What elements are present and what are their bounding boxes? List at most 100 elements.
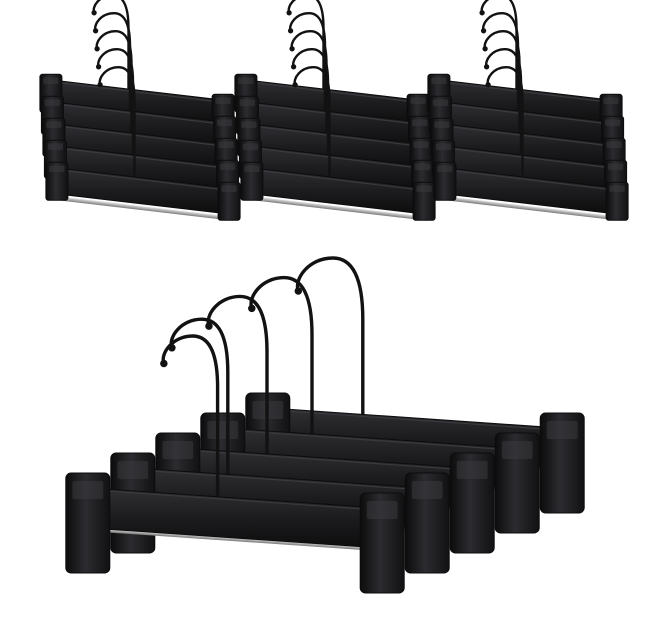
- body-highlight: [91, 489, 379, 511]
- body-highlight: [53, 81, 221, 103]
- right-clip: [494, 432, 540, 534]
- body-highlight: [253, 147, 420, 169]
- hook-tip: [205, 322, 213, 330]
- body-highlight: [441, 81, 609, 103]
- small-hanger-stack: [39, 0, 241, 221]
- metal-rod: [248, 195, 428, 221]
- hanger-hook: [484, 47, 523, 157]
- hanger-hook: [249, 275, 314, 436]
- hook-tip: [485, 82, 491, 88]
- hook-tip: [483, 64, 490, 70]
- hook-tip: [97, 82, 103, 88]
- hanger-hook: [95, 29, 133, 135]
- hook-tip: [92, 28, 99, 34]
- clip-lever: [219, 163, 236, 171]
- clip-lever: [411, 481, 443, 499]
- clip-lever: [218, 141, 234, 149]
- hook-tip: [479, 10, 485, 16]
- small-hanger-stack: [234, 0, 436, 221]
- clip-lever: [242, 143, 259, 151]
- hanger: [433, 65, 629, 221]
- hanger-hook: [486, 65, 524, 179]
- hanger-hook: [93, 11, 132, 113]
- hook-tip: [294, 287, 303, 295]
- clip-lever: [43, 77, 59, 85]
- hanger-hook: [483, 29, 521, 135]
- hanger-hook: [295, 256, 365, 417]
- clip-lever: [410, 97, 426, 105]
- clip-lever: [216, 119, 233, 127]
- clip-lever: [456, 461, 488, 479]
- hook-tip: [248, 304, 256, 313]
- hanger-hook: [287, 0, 325, 91]
- body-highlight: [55, 103, 222, 125]
- hanger-hook: [96, 47, 135, 157]
- hanger: [65, 334, 405, 594]
- body-highlight: [251, 125, 419, 147]
- clip-lever: [239, 99, 256, 107]
- clip-lever: [411, 119, 428, 127]
- hook-tip: [292, 82, 298, 88]
- body-highlight: [444, 125, 612, 147]
- hanger-hook: [206, 294, 269, 456]
- clip-lever: [432, 99, 449, 107]
- hanger-hook: [169, 317, 230, 477]
- hook-tip: [286, 10, 292, 16]
- body-highlight: [58, 147, 225, 169]
- right-clip: [359, 492, 405, 594]
- clip-lever: [72, 481, 104, 499]
- clip-lever: [546, 421, 578, 439]
- body-highlight: [443, 103, 610, 125]
- body-highlight: [136, 469, 424, 491]
- body-highlight: [56, 125, 224, 147]
- body-highlight: [447, 169, 615, 191]
- clip-lever: [46, 121, 62, 129]
- clip-lever: [207, 421, 239, 439]
- right-clip: [449, 452, 495, 554]
- large-hanger-fan: [65, 256, 585, 594]
- hanger-hook: [481, 11, 520, 113]
- body-highlight: [250, 103, 417, 125]
- clip-lever: [44, 99, 61, 107]
- clip-lever: [117, 461, 149, 479]
- hook-tip: [91, 10, 97, 16]
- left-clip: [433, 161, 457, 201]
- right-clip: [412, 181, 436, 221]
- body-highlight: [181, 449, 469, 471]
- hanger-hook: [480, 0, 518, 91]
- hook-tip: [290, 64, 297, 70]
- clip-lever: [603, 97, 619, 105]
- metal-rod: [441, 195, 621, 221]
- hook-tip: [480, 28, 487, 34]
- clip-lever: [162, 441, 194, 459]
- body-highlight: [59, 169, 227, 191]
- hook-tip: [287, 28, 294, 34]
- clip-lever: [431, 77, 447, 85]
- clip-lever: [416, 185, 432, 193]
- clip-lever: [435, 143, 452, 151]
- clip-lever: [604, 119, 621, 127]
- hook-tip: [289, 46, 295, 52]
- clip-lever: [47, 143, 64, 151]
- clip-lever: [434, 121, 450, 129]
- hanger-hook: [293, 65, 331, 179]
- hanger-hook: [98, 65, 136, 179]
- clip-lever: [244, 165, 260, 173]
- clip-lever: [414, 163, 431, 171]
- left-clip: [240, 161, 264, 201]
- body-highlight: [271, 409, 559, 431]
- hanger-hook: [161, 334, 220, 499]
- right-clip: [404, 472, 450, 574]
- clip-lever: [437, 165, 453, 173]
- left-clip: [45, 161, 69, 201]
- left-clip: [65, 472, 111, 574]
- right-clip: [605, 181, 629, 221]
- hanger: [240, 65, 436, 221]
- hanger-hook: [288, 11, 327, 113]
- clip-lever: [413, 141, 429, 149]
- hook-tip: [95, 64, 102, 70]
- body-highlight: [446, 147, 613, 169]
- hook-tip: [94, 46, 100, 52]
- hanger-hook: [290, 29, 328, 135]
